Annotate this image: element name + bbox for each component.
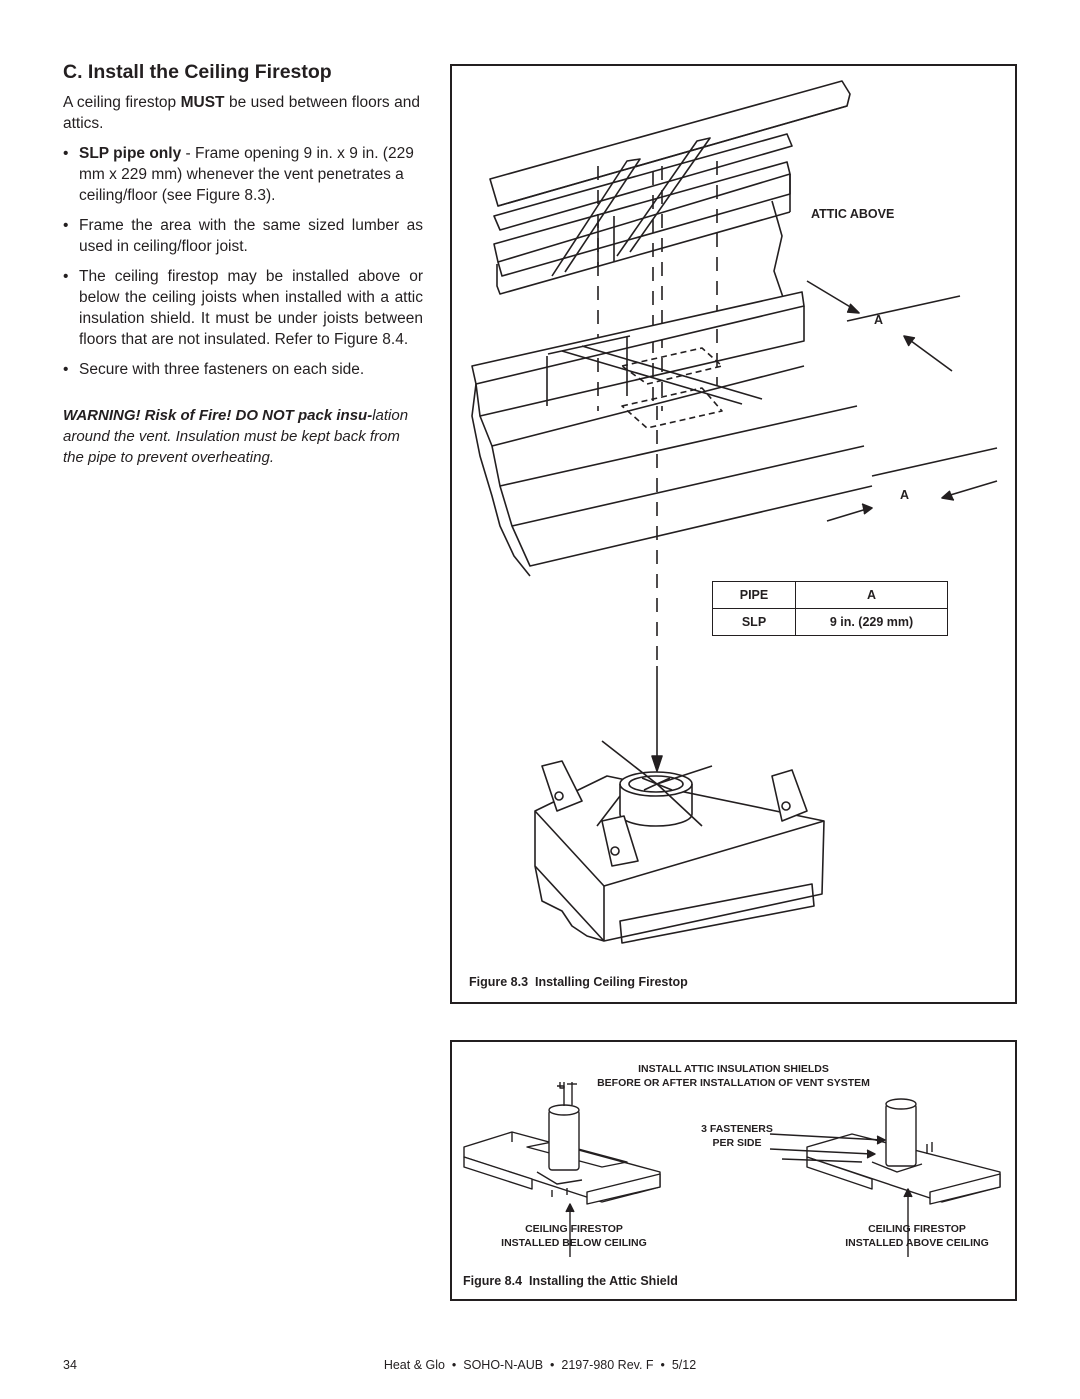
section-heading: C. Install the Ceiling Firestop: [63, 61, 332, 83]
table-cell: SLP: [712, 608, 796, 636]
table-header-row: PIPE A: [712, 581, 948, 609]
figure-caption: Figure 8.4 Installing the Attic Shield: [463, 1274, 678, 1288]
pipe-dimension-table: PIPE A SLP 9 in. (229 mm): [712, 581, 948, 636]
ceiling-firestop-illustration: [471, 80, 998, 944]
instruction-list: •SLP pipe only - Frame opening 9 in. x 9…: [63, 143, 423, 389]
dimension-a-label: A: [900, 488, 910, 502]
attic-above-label: ATTIC ABOVE: [811, 207, 895, 221]
table-header-cell: PIPE: [712, 581, 796, 609]
list-item: •SLP pipe only - Frame opening 9 in. x 9…: [63, 145, 414, 204]
attic-shield-illustration: [463, 1082, 1001, 1257]
intro-paragraph: A ceiling firestop MUST be used between …: [63, 94, 420, 132]
figure-8-3: ATTIC ABOVE A A PIPE A SLP 9 in. (229 mm…: [450, 64, 1017, 1004]
table-cell: 9 in. (229 mm): [795, 608, 948, 636]
document-footer: Heat & Glo • SOHO-N-AUB • 2197-980 Rev. …: [383, 1358, 697, 1372]
list-item: •The ceiling firestop may be installed a…: [63, 268, 423, 348]
table-row: SLP 9 in. (229 mm): [712, 608, 948, 636]
dimension-a-label: A: [874, 313, 884, 327]
page-number: 34: [63, 1358, 77, 1372]
list-item: •Frame the area with the same sized lumb…: [63, 217, 423, 255]
fire-warning: WARNING! Risk of Fire! DO NOT pack insu-…: [63, 407, 409, 466]
list-item: •Secure with three fasteners on each sid…: [63, 361, 365, 378]
figure-caption: Figure 8.3 Installing Ceiling Firestop: [469, 975, 688, 989]
table-header-cell: A: [795, 581, 948, 609]
